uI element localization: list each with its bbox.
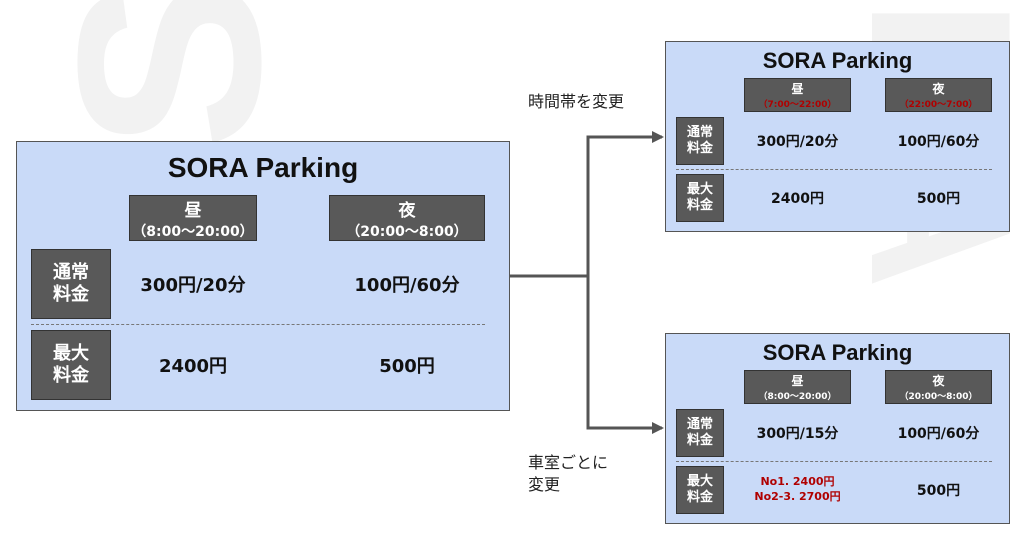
max-fee-day-no2-3: No2-3. 2700円 bbox=[754, 490, 841, 503]
day-time: （7:00～22:00） bbox=[758, 100, 837, 110]
night-header: 夜 （20:00～8:00） bbox=[329, 195, 485, 241]
night-time: （20:00～8:00） bbox=[899, 392, 978, 402]
normal-fee-label: 通常 料金 bbox=[676, 117, 724, 165]
max-fee-day: No1. 2400円 No2-3. 2700円 bbox=[744, 466, 851, 514]
night-time: （20:00～8:00） bbox=[346, 223, 468, 240]
room-changed-panel: SORA Parking 昼 （8:00～20:00） 夜 （20:00～8:0… bbox=[665, 333, 1010, 524]
max-fee-night: 500円 bbox=[916, 483, 961, 499]
panel-title: SORA Parking bbox=[762, 48, 913, 73]
night-header: 夜 （20:00～8:00） bbox=[885, 370, 992, 404]
night-header: 夜 （22:00～7:00） bbox=[885, 78, 992, 112]
normal-fee-night: 100円/60分 bbox=[354, 275, 460, 296]
normal-fee-night: 100円/60分 bbox=[897, 134, 980, 150]
normal-fee-day: 300円/20分 bbox=[140, 275, 246, 296]
day-label: 昼 bbox=[791, 82, 804, 96]
normal-fee-day: 300円/15分 bbox=[756, 426, 839, 442]
max-fee-night: 500円 bbox=[379, 356, 435, 377]
arrow-to-bottom bbox=[586, 276, 664, 434]
panel-title: SORA Parking bbox=[762, 340, 913, 365]
row-divider bbox=[676, 169, 992, 170]
normal-fee-day: 300円/20分 bbox=[756, 134, 839, 150]
day-header: 昼 （7:00～22:00） bbox=[744, 78, 851, 112]
day-time: （8:00～20:00） bbox=[132, 223, 254, 240]
day-label: 昼 bbox=[791, 374, 804, 388]
max-fee-day: 2400円 bbox=[158, 356, 228, 377]
time-change-note: 時間帯を変更 bbox=[528, 92, 625, 111]
max-fee-day-no1: No1. 2400円 bbox=[760, 475, 835, 489]
night-label: 夜 bbox=[398, 200, 416, 221]
max-fee-label: 最大 料金 bbox=[676, 174, 724, 222]
night-time: （22:00～7:00） bbox=[899, 100, 978, 110]
main-parking-panel: SORA Parking 昼 （8:00～20:00） 夜 （20:00～8:0… bbox=[16, 141, 510, 411]
panel-title: SORA Parking bbox=[167, 152, 359, 183]
day-label: 昼 bbox=[184, 200, 202, 221]
max-fee-day: 2400円 bbox=[771, 191, 824, 207]
night-label: 夜 bbox=[932, 82, 945, 96]
night-label: 夜 bbox=[932, 374, 945, 388]
arrow-to-top bbox=[510, 131, 664, 278]
max-fee-night: 500円 bbox=[916, 191, 961, 207]
day-header: 昼 （8:00～20:00） bbox=[129, 195, 257, 241]
day-header: 昼 （8:00～20:00） bbox=[744, 370, 851, 404]
time-changed-panel: SORA Parking 昼 （7:00～22:00） 夜 （22:00～7:0… bbox=[665, 41, 1010, 232]
room-change-note: 車室ごとに 変更 bbox=[528, 453, 609, 494]
max-fee-label: 最大 料金 bbox=[676, 466, 724, 514]
row-divider bbox=[676, 461, 992, 462]
day-time: （8:00～20:00） bbox=[758, 392, 837, 402]
normal-fee-label: 通常 料金 bbox=[676, 409, 724, 457]
normal-fee-night: 100円/60分 bbox=[897, 426, 980, 442]
normal-fee-label: 通常 料金 bbox=[31, 249, 111, 319]
max-fee-label: 最大 料金 bbox=[31, 330, 111, 400]
row-divider bbox=[31, 324, 485, 325]
